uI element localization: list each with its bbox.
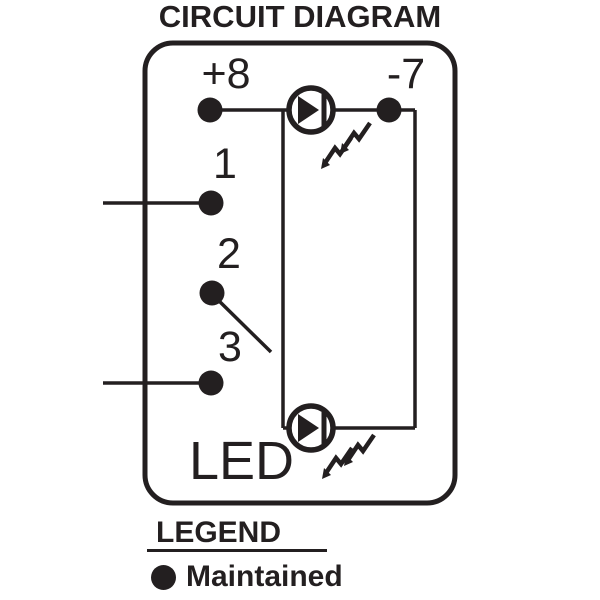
terminal-dot-minus7 bbox=[376, 97, 402, 123]
legend-underline bbox=[147, 549, 327, 552]
terminal-dot-2 bbox=[199, 280, 225, 306]
led-arrow-icon bbox=[321, 138, 351, 169]
terminal-label-3: 3 bbox=[218, 323, 242, 371]
terminal-dot-plus8 bbox=[197, 97, 223, 123]
diode-triangle-icon bbox=[298, 414, 319, 442]
panel-border bbox=[142, 40, 458, 506]
legend-item-label: Maintained bbox=[186, 560, 343, 593]
maintained-dot-icon bbox=[151, 564, 176, 590]
diode-triangle-icon bbox=[298, 96, 319, 124]
led-symbol-top bbox=[286, 85, 370, 169]
terminal-dots bbox=[197, 97, 402, 396]
legend-item: Maintained bbox=[151, 562, 343, 592]
terminal-label-1: 1 bbox=[213, 140, 237, 188]
led-symbol-bottom bbox=[286, 403, 374, 479]
page-title: CIRCUIT DIAGRAM bbox=[158, 0, 442, 34]
wires bbox=[103, 108, 417, 430]
led-emission-arrows-top bbox=[321, 123, 370, 169]
legend-heading: LEGEND bbox=[156, 516, 282, 549]
terminal-label-plus8: +8 bbox=[201, 50, 251, 98]
led-label: LED bbox=[189, 431, 295, 491]
terminal-dot-3 bbox=[198, 370, 224, 396]
terminal-label-minus7: -7 bbox=[386, 50, 426, 98]
terminal-label-2: 2 bbox=[217, 230, 241, 278]
switch-lever bbox=[211, 293, 273, 354]
terminal-dot-1 bbox=[198, 190, 224, 216]
